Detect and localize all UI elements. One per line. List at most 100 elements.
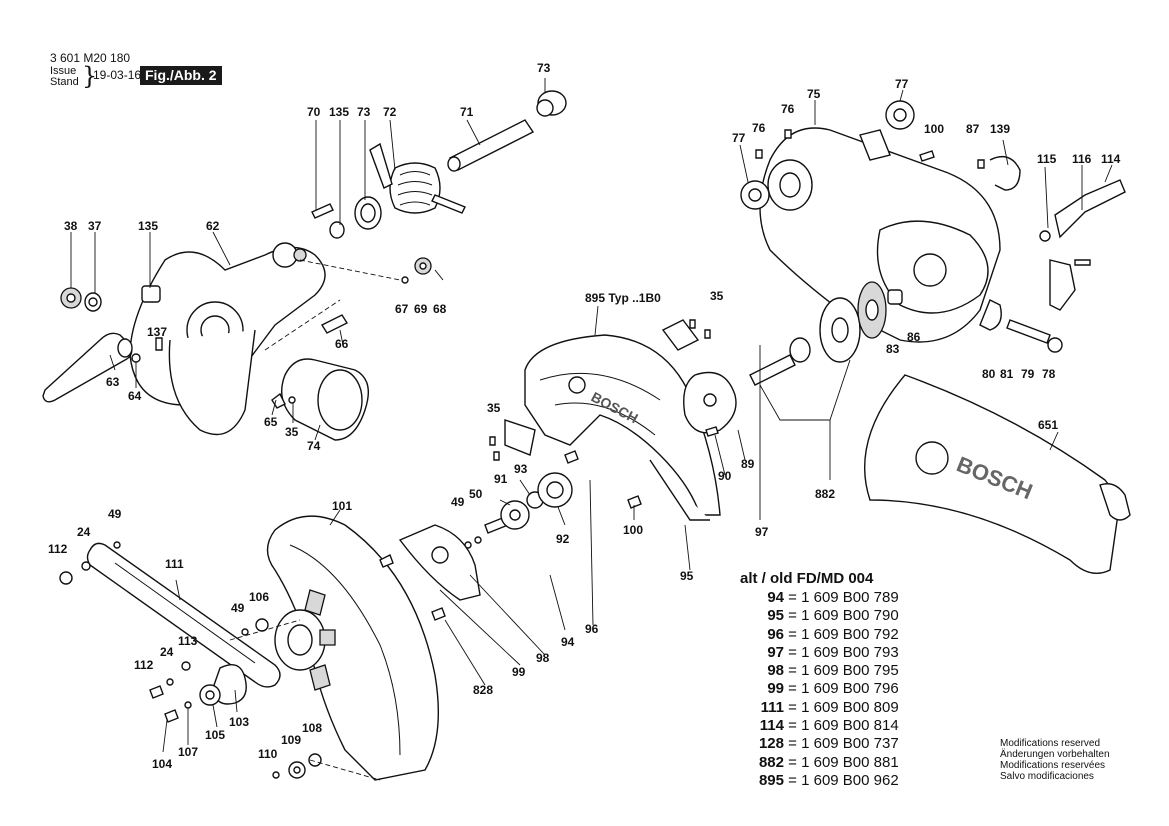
callout: 86	[907, 330, 921, 344]
callout: 97	[755, 525, 769, 539]
table-row: 94 = 1 609 B00 789	[740, 589, 899, 607]
replacement-code: = 1 609 B00 814	[788, 717, 899, 735]
callout: 137	[147, 325, 167, 339]
callout: 105	[205, 728, 225, 742]
callout: 135	[138, 219, 158, 233]
callout: 50	[469, 487, 483, 501]
part-number: 94	[767, 589, 784, 606]
callout: 62	[206, 219, 220, 233]
callout: 77	[895, 77, 909, 91]
callout: 882	[815, 487, 835, 501]
table-title: alt / old FD/MD 004	[740, 570, 874, 587]
table-row: 111 = 1 609 B00 809	[740, 699, 899, 717]
callout: 115	[1037, 152, 1057, 166]
callout: 38	[64, 219, 78, 233]
pivot-clamp-parts	[149, 618, 322, 779]
callout: 76	[781, 102, 795, 116]
stand-label: Stand	[50, 76, 79, 88]
callout: 24	[160, 645, 174, 659]
dust-nozzle-74	[271, 358, 369, 441]
notice-line: Salvo modificaciones	[1000, 771, 1094, 782]
part-number: 97	[767, 643, 784, 661]
callout: 91	[494, 472, 508, 486]
part-number: 98	[767, 662, 784, 680]
callout: 78	[1042, 367, 1056, 381]
drive-gear-assembly-882	[749, 281, 1063, 480]
part-number: 99	[767, 680, 784, 698]
callout: 68	[433, 302, 447, 316]
mount-plate-89	[661, 319, 737, 437]
callout: 90	[718, 469, 732, 483]
callout: 112	[48, 542, 68, 556]
callout: 110	[258, 747, 278, 761]
callout: 69	[414, 302, 428, 316]
callout: 101	[332, 499, 352, 513]
link-bar-111	[59, 541, 281, 688]
callout: 35	[710, 289, 724, 303]
table-row: 128 = 1 609 B00 737	[740, 735, 899, 753]
replacement-code: = 1 609 B00 790	[788, 607, 899, 625]
callout: 79	[1021, 367, 1035, 381]
part-number: 128	[758, 735, 784, 753]
callout: 112	[134, 658, 154, 672]
callout: 100	[623, 523, 643, 537]
motor-small-parts	[740, 100, 1126, 311]
callout: 89	[741, 457, 755, 471]
callout: 76	[752, 121, 766, 135]
replacement-code: = 1 609 B00 962	[788, 771, 899, 789]
table-row: 95 = 1 609 B00 790	[740, 607, 899, 625]
callout: 651	[1038, 418, 1058, 432]
issue-stand-labels: Issue Stand	[50, 66, 79, 88]
leader-lines	[70, 78, 1113, 781]
table-row: 97 = 1 609 B00 793	[740, 643, 898, 662]
callout: 83	[886, 342, 900, 356]
callout: 73	[357, 105, 371, 119]
modifications-notice: Modifications reserved Änderungen vorbeh…	[1000, 738, 1110, 782]
callout: 96	[585, 622, 599, 636]
replacement-code: = 1 609 B00 796	[788, 680, 899, 698]
callout: 81	[1000, 367, 1014, 381]
part-number: 114	[759, 717, 784, 735]
lock-lever-parts	[42, 285, 163, 403]
replacement-code: = 1 609 B00 881	[788, 753, 899, 771]
part-number: 882	[758, 753, 784, 771]
document-number: 3 601 M20 180	[50, 51, 131, 65]
callout: 828	[473, 683, 493, 697]
replacement-code: = 1 609 B00 789	[788, 589, 899, 606]
callout: 63	[106, 375, 120, 389]
callout: 135	[329, 105, 349, 119]
pivot-arm-62	[129, 242, 401, 436]
callout: 92	[556, 532, 570, 546]
callout: 64	[128, 389, 142, 403]
upper-guard-895: BOSCH	[524, 334, 721, 521]
callout: 895 Typ ..1B0	[585, 291, 661, 305]
issue-label: Issue	[50, 65, 77, 77]
callout: 74	[307, 439, 321, 453]
figure-label: Fig./Abb. 2	[140, 66, 222, 85]
callout: 80	[982, 367, 996, 381]
callout: 107	[178, 745, 198, 759]
callout: 75	[807, 87, 821, 101]
replacement-code: = 1 609 B00 795	[788, 662, 899, 680]
callout: 67	[395, 302, 409, 316]
callout: 94	[561, 635, 575, 649]
callout: 104	[152, 757, 172, 771]
callout: 93	[514, 462, 528, 476]
callout: 98	[536, 651, 550, 665]
callout: 113	[178, 634, 198, 648]
callout: 99	[512, 665, 526, 679]
table-row: 96 = 1 609 B00 792	[740, 625, 899, 644]
callout: 37	[88, 219, 102, 233]
callout: 72	[383, 105, 397, 119]
issue-date: 19-03-16	[93, 68, 142, 82]
blade-washers	[464, 472, 573, 549]
callout: 35	[285, 425, 299, 439]
part-number: 111	[760, 698, 784, 716]
replacement-code: = 1 609 B00 792	[788, 625, 899, 643]
callout: 95	[680, 569, 694, 583]
callout: 77	[732, 131, 746, 145]
pivot-shaft-assembly	[311, 90, 567, 239]
callout: 65	[264, 415, 278, 429]
callout: 103	[229, 715, 249, 729]
